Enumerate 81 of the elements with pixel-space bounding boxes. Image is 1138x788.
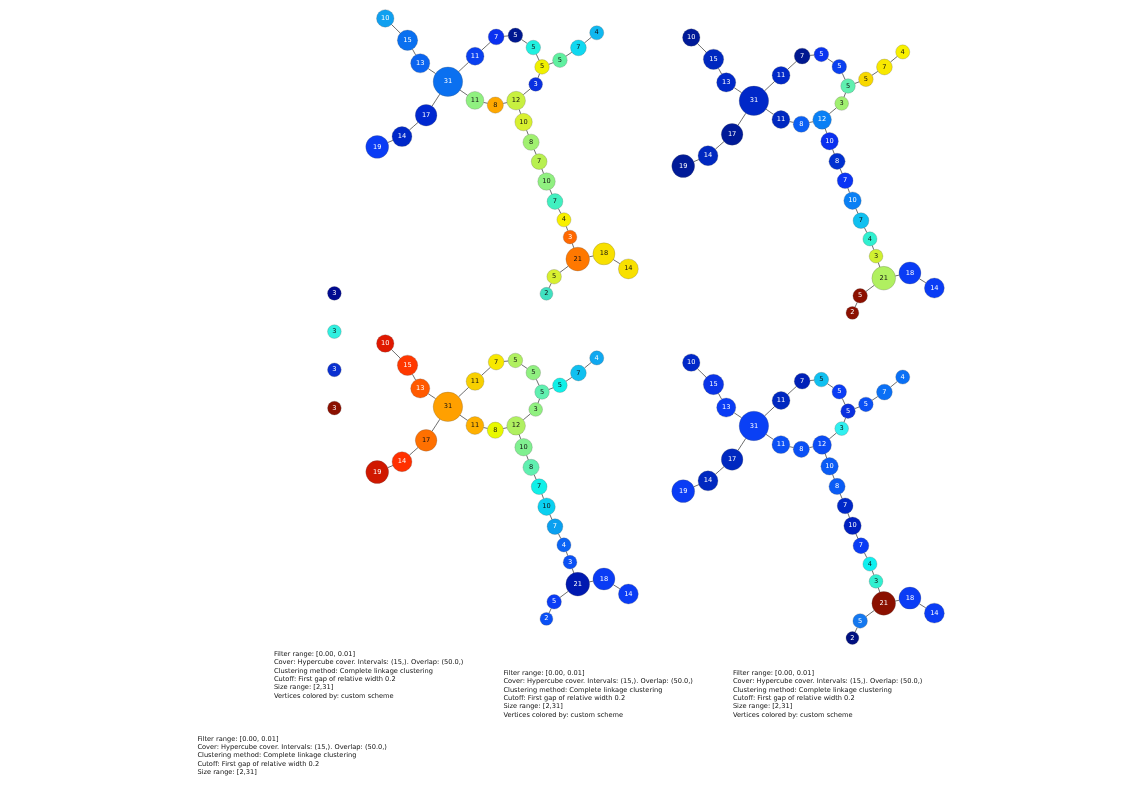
connector bbox=[733, 87, 742, 93]
connector bbox=[548, 387, 554, 390]
connector bbox=[459, 414, 468, 421]
connector bbox=[521, 39, 528, 44]
connector bbox=[787, 61, 797, 70]
connector bbox=[533, 474, 537, 480]
connector bbox=[715, 141, 725, 150]
connector bbox=[537, 398, 540, 404]
connector bbox=[526, 130, 529, 135]
connector bbox=[693, 159, 700, 162]
connector bbox=[541, 493, 544, 499]
connector bbox=[391, 24, 401, 34]
connector bbox=[839, 493, 843, 499]
connector bbox=[526, 455, 529, 461]
connector bbox=[387, 465, 394, 468]
connector bbox=[431, 418, 441, 432]
connector bbox=[871, 570, 875, 575]
connector bbox=[737, 112, 747, 126]
connector bbox=[458, 387, 469, 397]
connector bbox=[737, 438, 747, 451]
connector bbox=[854, 81, 860, 84]
connector bbox=[541, 168, 544, 174]
connector bbox=[565, 51, 573, 57]
connector bbox=[391, 349, 401, 359]
connector bbox=[459, 89, 468, 96]
connector bbox=[589, 580, 594, 583]
connector bbox=[827, 383, 834, 388]
connector bbox=[431, 93, 441, 107]
connector bbox=[854, 406, 860, 409]
connector bbox=[518, 434, 521, 440]
connector bbox=[855, 208, 859, 214]
connector bbox=[764, 81, 775, 91]
connector bbox=[613, 259, 621, 264]
connector bbox=[839, 168, 843, 174]
connector bbox=[895, 274, 900, 277]
connector bbox=[481, 41, 491, 51]
connector bbox=[878, 262, 881, 268]
connector bbox=[842, 398, 846, 405]
connector bbox=[865, 285, 875, 292]
connector bbox=[523, 88, 531, 95]
connector bbox=[865, 610, 875, 617]
connector bbox=[409, 122, 419, 131]
connector bbox=[878, 587, 881, 593]
connector bbox=[549, 514, 553, 520]
connector bbox=[895, 599, 900, 602]
connector bbox=[715, 466, 725, 475]
connector bbox=[765, 108, 774, 115]
connector bbox=[537, 73, 540, 79]
connector bbox=[589, 255, 594, 258]
connector bbox=[809, 379, 815, 381]
connector bbox=[854, 627, 858, 633]
connector bbox=[584, 37, 592, 44]
connector bbox=[533, 149, 537, 155]
connector bbox=[559, 591, 569, 598]
connector bbox=[824, 453, 827, 459]
connector bbox=[824, 128, 827, 134]
connector bbox=[855, 533, 859, 539]
connector bbox=[697, 43, 707, 53]
connector bbox=[613, 584, 621, 590]
connector bbox=[427, 393, 436, 399]
connector bbox=[523, 413, 531, 421]
connector bbox=[829, 432, 837, 440]
connector bbox=[565, 377, 573, 382]
connector bbox=[572, 568, 575, 574]
connector bbox=[765, 434, 774, 440]
connector bbox=[427, 68, 436, 74]
connector bbox=[481, 367, 491, 376]
connector bbox=[764, 406, 775, 417]
connector bbox=[693, 484, 700, 488]
connector bbox=[919, 603, 927, 609]
connector bbox=[871, 245, 875, 250]
connector bbox=[919, 278, 927, 284]
connector bbox=[584, 362, 592, 369]
connector bbox=[549, 189, 553, 195]
connector bbox=[890, 381, 898, 388]
connector bbox=[843, 92, 846, 98]
connector bbox=[518, 109, 521, 115]
connector bbox=[559, 265, 569, 273]
connector bbox=[890, 56, 898, 63]
connector bbox=[829, 107, 837, 115]
connector bbox=[871, 71, 879, 76]
